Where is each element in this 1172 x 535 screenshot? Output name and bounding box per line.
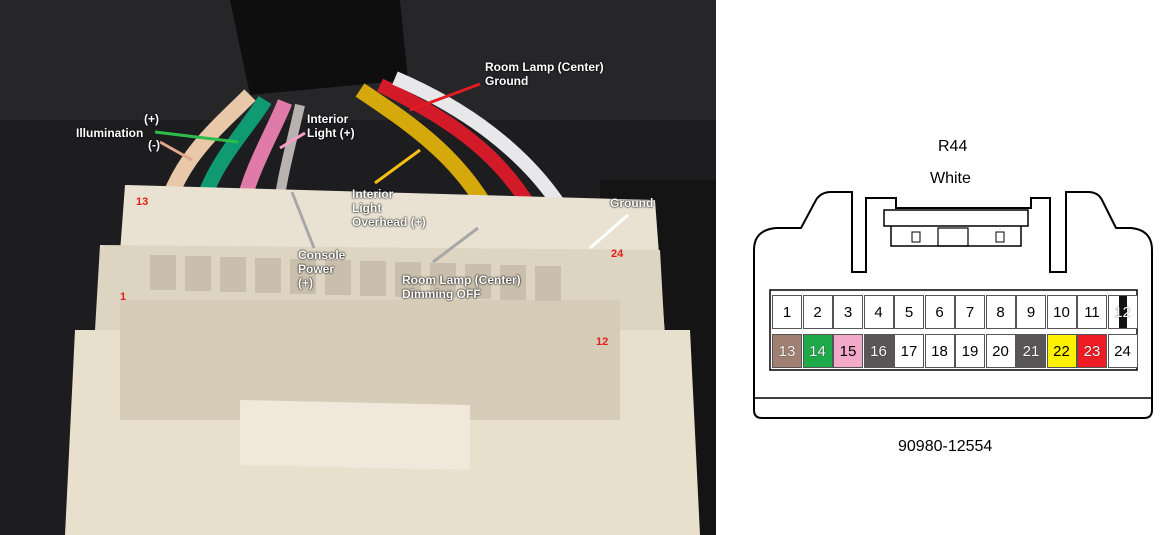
pin-marker-1: 1 <box>120 291 127 303</box>
pin-cell-24: 24 <box>1107 334 1138 368</box>
pin-cell-14: 14 <box>802 334 833 368</box>
leader-ground <box>589 213 629 250</box>
leader-room-lamp-dimming <box>432 226 479 264</box>
leader-interior-light <box>279 131 306 150</box>
leader-overhead <box>374 148 421 185</box>
pin-cell-12: 12 <box>1107 295 1138 329</box>
leader-console-power <box>290 191 316 249</box>
latch-body <box>890 226 1022 247</box>
pin-frame <box>769 289 1138 371</box>
latch-key <box>937 227 969 247</box>
leader-illumination-minus <box>159 140 193 162</box>
pin-cell-3: 3 <box>833 295 863 329</box>
pin-cell-23: 23 <box>1077 334 1107 368</box>
pin-cell-7: 7 <box>955 295 985 329</box>
pin-cell-21: 21 <box>1016 334 1046 368</box>
label-interior-light-overhead: Interior Light Overhead (+) <box>352 187 426 229</box>
photo-illustration <box>65 0 700 535</box>
connector-id: R44 <box>938 138 968 155</box>
label-illumination: Illumination <box>76 126 144 140</box>
label-interior-light: Interior Light (+) <box>307 112 355 140</box>
part-number: 90980-12554 <box>898 438 993 455</box>
pin-cell-22: 22 <box>1046 334 1077 368</box>
latch-notch-left <box>911 231 921 243</box>
pin-cell-19: 19 <box>955 334 985 368</box>
pin-cell-1: 1 <box>772 295 802 329</box>
pin-cell-9: 9 <box>1016 295 1046 329</box>
pin-cell-16: 16 <box>863 334 894 368</box>
pin-marker-13: 13 <box>136 196 149 208</box>
label-console-power: Console Power (+) <box>298 248 346 290</box>
label-room-lamp-dimming: Room Lamp (Center) Dimming OFF <box>402 273 521 301</box>
connector-latch <box>120 300 620 420</box>
pin-marker-12: 12 <box>596 336 609 348</box>
connector-outline <box>753 191 1153 419</box>
connector-body-outline <box>753 191 1153 419</box>
connector-photo: (+) Illumination (-) Interior Light (+) … <box>0 0 716 535</box>
pin-cell-10: 10 <box>1046 295 1077 329</box>
pin-cell-5: 5 <box>894 295 924 329</box>
label-illumination-minus: (-) <box>148 138 160 152</box>
pin-cell-20: 20 <box>985 334 1016 368</box>
pin-cell-11: 11 <box>1077 295 1107 329</box>
leader-illumination-plus <box>154 130 239 144</box>
pin-cell-17: 17 <box>894 334 924 368</box>
cable-sleeve <box>230 0 408 95</box>
pin-cell-4: 4 <box>863 295 894 329</box>
connector-cavities <box>150 255 561 301</box>
pin-cell-6: 6 <box>924 295 955 329</box>
connector-color: White <box>930 170 971 187</box>
pin-cell-2: 2 <box>802 295 833 329</box>
pin-marker-24: 24 <box>611 248 624 260</box>
label-illumination-plus: (+) <box>144 112 159 126</box>
pin-cell-8: 8 <box>985 295 1016 329</box>
pin-cell-13: 13 <box>772 334 802 368</box>
pin-cell-18: 18 <box>924 334 955 368</box>
label-ground: Ground <box>610 196 654 210</box>
label-room-lamp-ground: Room Lamp (Center) Ground <box>485 60 604 88</box>
connector-tab <box>240 400 470 470</box>
pin-cell-15: 15 <box>833 334 863 368</box>
latch-notch-right <box>995 231 1005 243</box>
latch-top <box>883 209 1029 227</box>
leader-room-lamp-ground <box>409 82 481 112</box>
